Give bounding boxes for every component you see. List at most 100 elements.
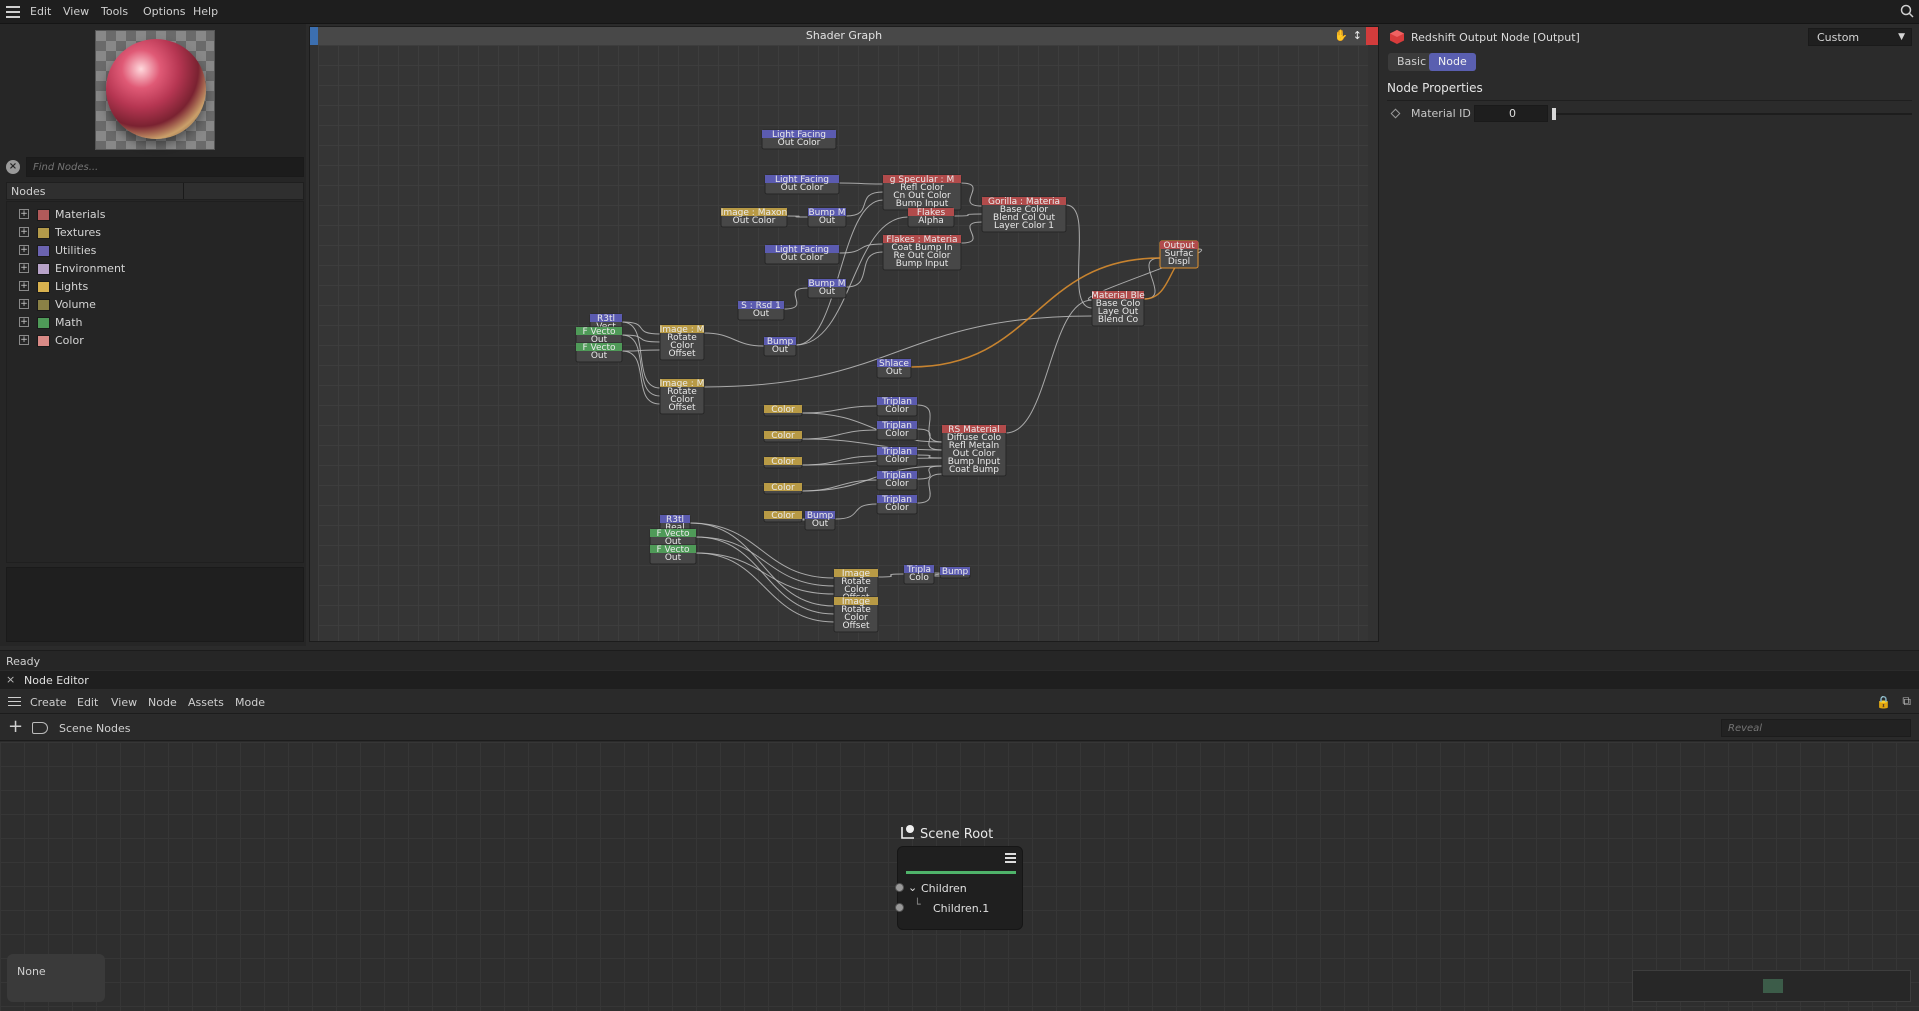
column-divider[interactable] — [183, 183, 184, 199]
menu-edit[interactable]: Edit — [77, 696, 99, 709]
node-header[interactable] — [590, 314, 622, 322]
tree-item-textures[interactable]: +Textures — [13, 224, 293, 242]
node-header[interactable] — [904, 565, 934, 573]
shader-graph-titlebar[interactable]: Shader Graph ✋ ↕ — [310, 27, 1378, 45]
tree-item-environment[interactable]: +Environment — [13, 260, 293, 278]
node-header[interactable] — [877, 421, 917, 429]
node-header[interactable] — [877, 495, 917, 503]
node-header[interactable] — [942, 425, 1006, 433]
tag-icon[interactable] — [32, 722, 48, 734]
children-port[interactable] — [895, 883, 904, 892]
children-1-port[interactable] — [895, 903, 904, 912]
children-1-row[interactable]: Children.1 — [933, 902, 990, 915]
node-header[interactable] — [765, 175, 839, 183]
menu-edit[interactable]: Edit — [30, 5, 52, 18]
keyframe-diamond-icon[interactable] — [1390, 108, 1401, 119]
none-box[interactable]: None — [7, 954, 105, 1002]
menu-view[interactable]: View — [111, 696, 138, 709]
menu-create[interactable]: Create — [30, 696, 67, 709]
menu-node[interactable]: Node — [148, 696, 177, 709]
shader-node[interactable]: Color — [763, 404, 803, 417]
hamburger-menu-icon[interactable] — [6, 6, 20, 18]
node-header[interactable] — [764, 337, 796, 345]
tab-node[interactable]: Node — [1429, 53, 1476, 71]
menu-mode[interactable]: Mode — [235, 696, 265, 709]
expand-icon[interactable]: + — [19, 317, 29, 327]
menu-assets[interactable]: Assets — [188, 696, 224, 709]
node-header[interactable] — [808, 208, 846, 216]
node-header[interactable] — [576, 327, 622, 335]
expand-chevron-icon[interactable]: ⌄ — [908, 881, 918, 894]
shader-node[interactable]: Color — [763, 510, 803, 523]
node-header[interactable] — [762, 130, 836, 138]
node-header[interactable] — [764, 511, 802, 519]
children-row[interactable]: Children — [921, 882, 967, 895]
node-header[interactable] — [721, 208, 787, 216]
minimap[interactable] — [1632, 970, 1911, 1002]
slider-handle[interactable] — [1552, 108, 1556, 120]
pan-hand-icon[interactable]: ✋ — [1334, 29, 1348, 42]
node-header[interactable] — [883, 235, 961, 243]
find-nodes-input[interactable] — [26, 157, 304, 177]
expand-icon[interactable]: + — [19, 209, 29, 219]
expand-icon[interactable]: + — [19, 227, 29, 237]
add-icon[interactable]: + — [8, 716, 24, 737]
node-header[interactable] — [576, 343, 622, 351]
node-header[interactable] — [908, 208, 954, 216]
scene-root-node[interactable]: ⌄ Children └ Children.1 — [895, 846, 1023, 930]
shader-node[interactable]: Color — [763, 482, 803, 495]
material-id-field[interactable]: 0 — [1474, 105, 1548, 122]
search-icon[interactable] — [1900, 4, 1914, 18]
node-header[interactable] — [982, 197, 1066, 205]
tree-item-color[interactable]: +Color — [13, 332, 293, 350]
node-header[interactable] — [805, 511, 835, 519]
node-header[interactable] — [738, 301, 784, 309]
node-header[interactable] — [877, 397, 917, 405]
tree-item-materials[interactable]: +Materials — [13, 206, 293, 224]
shader-node[interactable]: Bump — [939, 566, 971, 579]
node-header[interactable] — [877, 359, 911, 367]
node-header[interactable] — [765, 245, 839, 253]
expand-icon[interactable]: + — [19, 281, 29, 291]
scene-nodes-path[interactable]: Scene Nodes — [59, 722, 131, 735]
menu-options[interactable]: Options — [143, 5, 186, 18]
menu-help[interactable]: Help — [193, 5, 219, 18]
tree-item-volume[interactable]: +Volume — [13, 296, 293, 314]
expand-icon[interactable]: + — [19, 263, 29, 273]
node-header[interactable] — [834, 597, 878, 605]
node-header[interactable] — [1092, 291, 1144, 299]
node-header[interactable] — [660, 515, 690, 523]
expand-icon[interactable]: + — [19, 245, 29, 255]
node-header[interactable] — [650, 545, 696, 553]
node-menu-icon[interactable] — [1005, 853, 1016, 863]
node-header[interactable] — [834, 569, 878, 577]
node-header[interactable] — [883, 175, 961, 183]
node-header[interactable] — [1160, 241, 1198, 249]
move-arrows-icon[interactable]: ↕ — [1352, 29, 1362, 42]
tree-item-utilities[interactable]: +Utilities — [13, 242, 293, 260]
